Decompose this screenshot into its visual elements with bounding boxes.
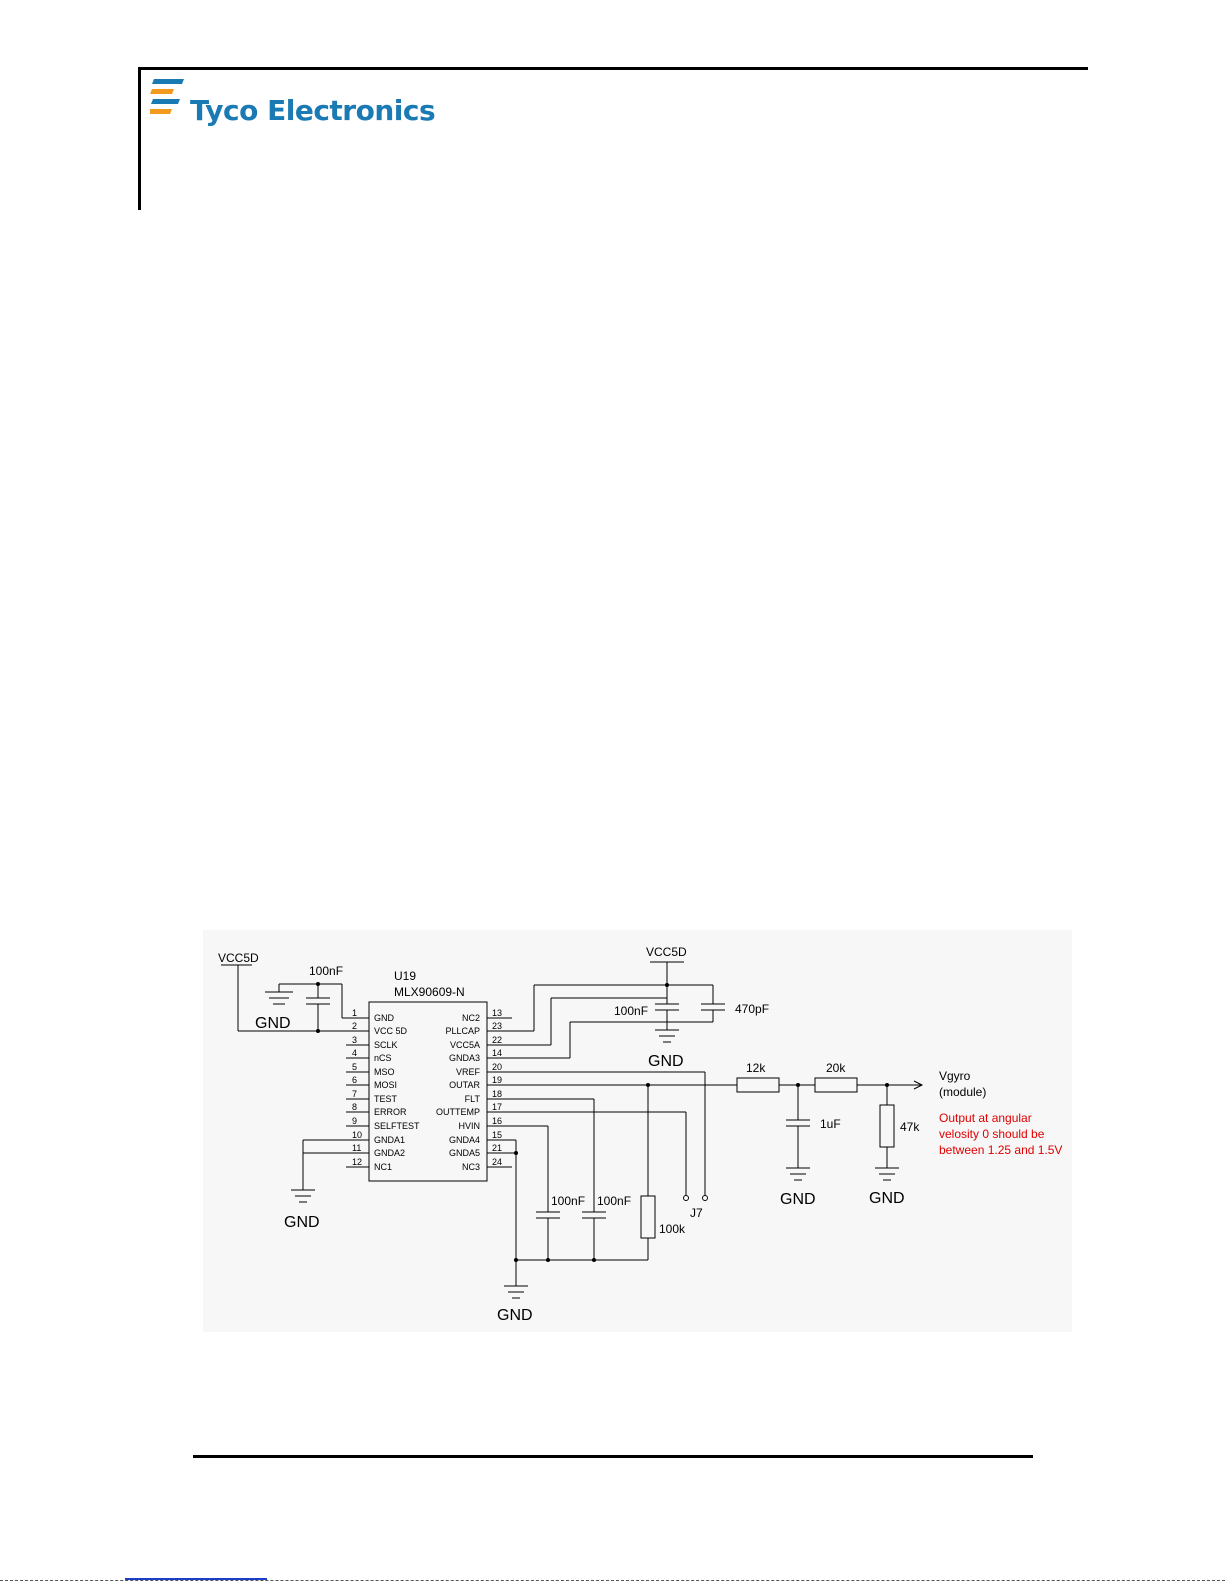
cap-value: 470pF: [735, 1002, 769, 1016]
cap-value: 100nF: [309, 964, 343, 978]
pin-num: 9: [352, 1116, 357, 1126]
pin-name: GNDA3: [449, 1053, 480, 1063]
jumper-ref: J7: [690, 1206, 703, 1220]
pin-name: OUTTEMP: [436, 1107, 480, 1117]
pin-num: 3: [352, 1035, 357, 1045]
res-value: 20k: [826, 1061, 846, 1075]
header-rule-left: [138, 67, 141, 210]
pin-num: 12: [352, 1157, 362, 1167]
note-line: Output at angular: [939, 1111, 1032, 1125]
footer-rule: [193, 1455, 1033, 1458]
res-value: 12k: [746, 1061, 766, 1075]
output-name: Vgyro: [939, 1069, 971, 1083]
cap-value: 1uF: [820, 1117, 841, 1131]
res-value: 47k: [900, 1120, 920, 1134]
gnd-label: GND: [255, 1015, 291, 1032]
pin-name: SCLK: [374, 1040, 398, 1050]
gnd-label: GND: [648, 1053, 684, 1070]
pin-num: 23: [492, 1021, 502, 1031]
brand-name: Tyco Electronics: [190, 94, 436, 127]
pin-num: 1: [352, 1008, 357, 1018]
schematic-panel: [203, 930, 1072, 1332]
jumper-contact-b: [702, 1195, 708, 1201]
pin-num: 7: [352, 1089, 357, 1099]
pin-num: 15: [492, 1130, 502, 1140]
pin-name: NC1: [374, 1162, 392, 1172]
pin-name: MSO: [374, 1067, 395, 1077]
pin-num: 6: [352, 1075, 357, 1085]
note-line: between 1.25 and 1.5V: [939, 1143, 1062, 1157]
page-break-line: [0, 1580, 1225, 1581]
pin-name: nCS: [374, 1053, 392, 1063]
note-line: velosity 0 should be: [939, 1127, 1045, 1141]
pin-num: 17: [492, 1102, 502, 1112]
pin-name: SELFTEST: [374, 1121, 420, 1131]
ic-body: [368, 1001, 488, 1182]
footer-link-underline: [125, 1578, 267, 1580]
pin-name: PLLCAP: [445, 1026, 480, 1036]
pin-name: GNDA4: [449, 1135, 480, 1145]
pin-name: HVIN: [458, 1121, 480, 1131]
pin-num: 8: [352, 1102, 357, 1112]
cap-value: 100nF: [597, 1194, 631, 1208]
pin-num: 11: [352, 1143, 361, 1153]
pin-name: OUTAR: [449, 1080, 480, 1090]
pin-name: GNDA1: [374, 1135, 405, 1145]
pin-name: NC2: [462, 1013, 480, 1023]
ic-part: MLX90609-N: [394, 985, 465, 999]
gnd-label: GND: [497, 1307, 533, 1324]
pin-num: 4: [352, 1048, 357, 1058]
pin-name: VCC 5D: [374, 1026, 408, 1036]
ic-ref: U19: [394, 969, 416, 983]
pin-num: 20: [492, 1062, 502, 1072]
pin-num: 18: [492, 1089, 502, 1099]
pin-name: TEST: [374, 1094, 398, 1104]
vcc-label: VCC5D: [646, 945, 687, 959]
pin-num: 22: [492, 1035, 502, 1045]
pin-num: 16: [492, 1116, 502, 1126]
pin-num: 19: [492, 1075, 502, 1085]
pin-name: VCC5A: [450, 1040, 480, 1050]
pin-num: 21: [492, 1143, 502, 1153]
pin-num: 14: [492, 1048, 502, 1058]
res-value: 100k: [659, 1222, 686, 1236]
cap-value: 100nF: [551, 1194, 585, 1208]
pin-name: FLT: [465, 1094, 481, 1104]
pin-name: GND: [374, 1013, 395, 1023]
pin-name: NC3: [462, 1162, 480, 1172]
pin-num: 2: [352, 1021, 357, 1031]
pin-name: VREF: [456, 1067, 481, 1077]
pin-name: MOSI: [374, 1080, 397, 1090]
cap-value: 100nF: [614, 1004, 648, 1018]
pin-name: GNDA5: [449, 1148, 480, 1158]
gnd-label: GND: [869, 1190, 905, 1207]
pin-name: GNDA2: [374, 1148, 405, 1158]
header-rule-top: [138, 67, 1088, 70]
pin-num: 10: [352, 1130, 362, 1140]
company-logo: Tyco Electronics: [150, 75, 450, 135]
tyco-mark-icon: [150, 79, 184, 114]
pin-num: 13: [492, 1008, 502, 1018]
pin-name: ERROR: [374, 1107, 407, 1117]
pin-num: 5: [352, 1062, 357, 1072]
jumper-contact-a: [683, 1195, 689, 1201]
pin-num: 24: [492, 1157, 502, 1167]
output-sub: (module): [939, 1085, 986, 1099]
vcc-label: VCC5D: [218, 951, 259, 965]
gnd-label: GND: [780, 1191, 816, 1208]
gnd-label: GND: [284, 1214, 320, 1231]
